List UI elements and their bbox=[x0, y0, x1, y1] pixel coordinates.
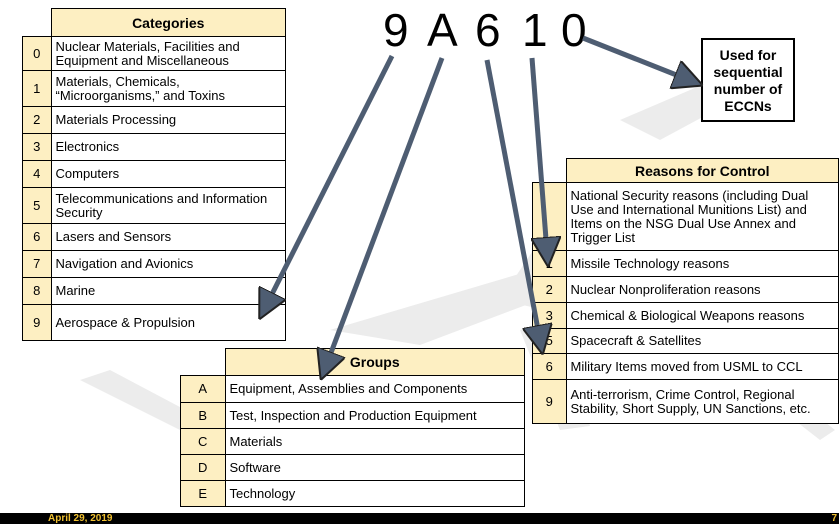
table-row: 6 Lasers and Sensors bbox=[22, 223, 286, 251]
table-row: 1 Materials, Chemicals, “Microorganisms,… bbox=[22, 70, 286, 107]
page-number: 7 bbox=[831, 513, 837, 524]
table-row: 9 Anti-terrorism, Crime Control, Regiona… bbox=[532, 379, 839, 424]
table-row: 8 Marine bbox=[22, 277, 286, 305]
group-label: Software bbox=[224, 454, 525, 481]
group-label: Equipment, Assemblies and Components bbox=[224, 375, 525, 403]
eccn-fourth-digit: 1 bbox=[522, 4, 548, 56]
table-row: 2 Materials Processing bbox=[22, 106, 286, 134]
category-label: Marine bbox=[50, 277, 286, 305]
reason-label: Spacecraft & Satellites bbox=[565, 328, 839, 354]
eccn-group-letter: A bbox=[427, 4, 458, 56]
eccn-reason-digit: 6 bbox=[475, 4, 501, 56]
reason-label: Missile Technology reasons bbox=[565, 250, 839, 277]
table-row: National Security reasons (including Dua… bbox=[532, 182, 839, 251]
groups-header: Groups bbox=[224, 348, 525, 376]
group-label: Materials bbox=[224, 428, 525, 455]
table-row: 6 Military Items moved from USML to CCL bbox=[532, 353, 839, 380]
table-row: 7 Navigation and Avionics bbox=[22, 250, 286, 278]
reason-label: Chemical & Biological Weapons reasons bbox=[565, 302, 839, 329]
category-label: Materials, Chemicals, “Microorganisms,” … bbox=[50, 70, 286, 107]
table-row: 9 Aerospace & Propulsion bbox=[22, 304, 286, 341]
category-label: Aerospace & Propulsion bbox=[50, 304, 286, 341]
eccn-category-digit: 9 bbox=[383, 4, 409, 56]
table-row: 5 Spacecraft & Satellites bbox=[532, 328, 839, 354]
category-label: Electronics bbox=[50, 133, 286, 161]
group-label: Test, Inspection and Production Equipmen… bbox=[224, 402, 525, 429]
category-label: Telecommunications and Information Secur… bbox=[50, 187, 286, 224]
reason-label: National Security reasons (including Dua… bbox=[565, 182, 839, 251]
eccn-sequence-digit: 0 bbox=[561, 4, 587, 56]
table-row: C Materials bbox=[180, 428, 525, 455]
footer-bar: April 29, 2019 7 bbox=[0, 513, 839, 524]
table-row: 0 Nuclear Materials, Facilities and Equi… bbox=[22, 36, 286, 71]
category-label: Computers bbox=[50, 160, 286, 188]
sequential-number-callout: Used for sequential number of ECCNs bbox=[701, 38, 795, 122]
table-row: 2 Nuclear Nonproliferation reasons bbox=[532, 276, 839, 303]
table-row: B Test, Inspection and Production Equipm… bbox=[180, 402, 525, 429]
group-label: Technology bbox=[224, 480, 525, 507]
groups-table: Groups A Equipment, Assemblies and Compo… bbox=[180, 348, 525, 507]
reasons-header: Reasons for Control bbox=[565, 158, 839, 183]
categories-header: Categories bbox=[50, 8, 286, 37]
category-label: Navigation and Avionics bbox=[50, 250, 286, 278]
table-row: D Software bbox=[180, 454, 525, 481]
table-row: E Technology bbox=[180, 480, 525, 507]
reason-label: Anti-terrorism, Crime Control, Regional … bbox=[565, 379, 839, 424]
table-row: 5 Telecommunications and Information Sec… bbox=[22, 187, 286, 224]
category-label: Materials Processing bbox=[50, 106, 286, 134]
table-row: 4 Computers bbox=[22, 160, 286, 188]
reason-label: Nuclear Nonproliferation reasons bbox=[565, 276, 839, 303]
table-row: 3 Electronics bbox=[22, 133, 286, 161]
eccn-number: 9 A 6 1 0 bbox=[375, 2, 595, 60]
footer-date: April 29, 2019 bbox=[48, 513, 113, 524]
table-row: A Equipment, Assemblies and Components bbox=[180, 375, 525, 403]
table-row: 1 Missile Technology reasons bbox=[532, 250, 839, 277]
categories-table: Categories 0 Nuclear Materials, Faciliti… bbox=[22, 8, 286, 341]
reason-label: Military Items moved from USML to CCL bbox=[565, 353, 839, 380]
category-label: Nuclear Materials, Facilities and Equipm… bbox=[50, 36, 286, 71]
reasons-for-control-table: Reasons for Control National Security re… bbox=[532, 158, 839, 424]
category-label: Lasers and Sensors bbox=[50, 223, 286, 251]
table-row: 3 Chemical & Biological Weapons reasons bbox=[532, 302, 839, 329]
